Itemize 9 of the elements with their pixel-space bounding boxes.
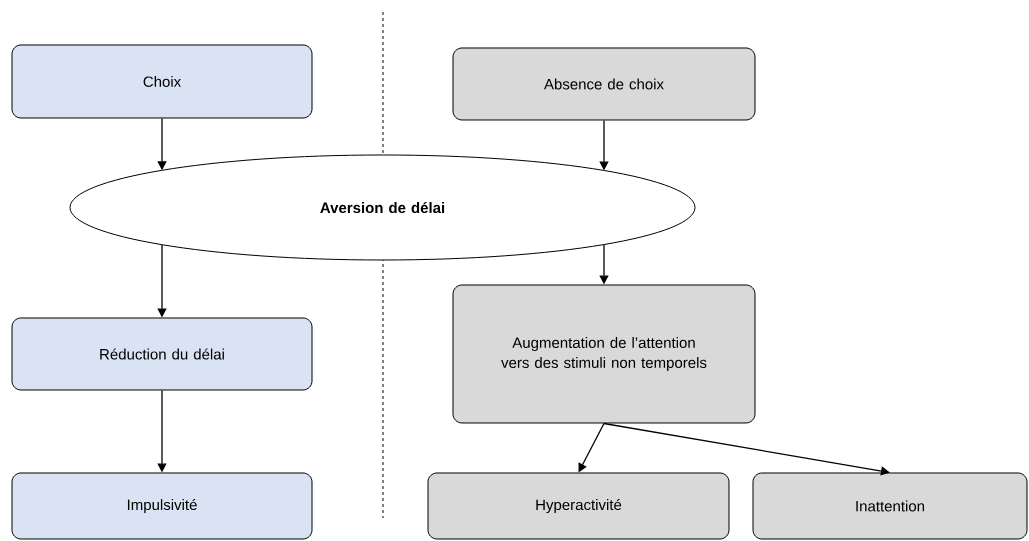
- process-box: Impulsivité: [11, 472, 313, 540]
- ellipse-node: Aversion de délai: [69, 154, 696, 261]
- process-box: Absence de choix: [452, 47, 756, 121]
- arrow: [603, 422, 890, 476]
- process-box: Choix: [11, 44, 313, 119]
- process-box: Réduction du délai: [11, 317, 313, 391]
- process-box: Inattention: [752, 472, 1028, 540]
- process-box: Hyperactivité: [427, 472, 730, 540]
- process-box: Augmentation de l’attention vers des stimuli non temporels: [452, 284, 756, 424]
